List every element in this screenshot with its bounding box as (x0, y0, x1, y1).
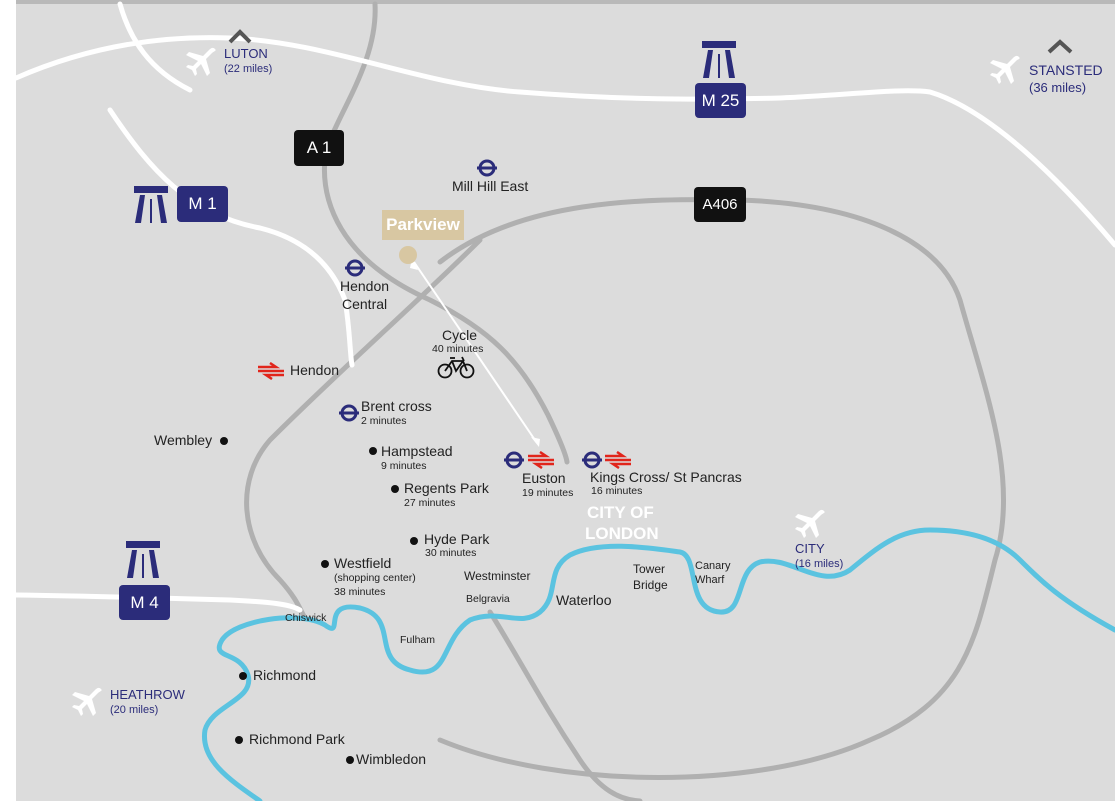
hyde-park-dot (410, 537, 418, 545)
m4-motorway (13, 592, 303, 613)
hampstead-label: Hampstead (381, 443, 453, 459)
left-border (0, 0, 16, 801)
underground-icon (345, 259, 365, 277)
parkview-label: Parkview (382, 210, 464, 240)
stansted-distance: (36 miles) (1029, 80, 1087, 95)
bicycle-icon (437, 356, 475, 379)
heathrow-distance: (20 miles) (110, 704, 159, 716)
m1-motorway (107, 107, 355, 368)
wembley-dot (220, 437, 228, 445)
luton-label: LUTON (224, 46, 268, 61)
chevron-up-icon (1047, 39, 1073, 54)
regents-park-time: 27 minutes (404, 497, 456, 509)
richmond-park-dot (235, 736, 243, 744)
a1-badge: A 1 (294, 130, 344, 166)
airplane-icon (990, 55, 1020, 84)
westfield-note: (shopping center) (334, 572, 416, 584)
kings-cross-label: Kings Cross/ St Pancras (590, 469, 742, 485)
m4-badge: M 4 (119, 585, 170, 620)
luton-distance: (22 miles) (224, 63, 273, 75)
euston-label: Euston (522, 470, 566, 486)
westminster-label: Westminster (464, 569, 531, 583)
richmond-park-label: Richmond Park (249, 731, 345, 747)
euston-time: 19 minutes (522, 487, 574, 499)
airplane-icon (186, 47, 216, 76)
city-airport-label: CITY (795, 541, 825, 556)
wimbledon-dot (346, 756, 354, 764)
canary-wharf-label-line1: Canary (695, 560, 731, 572)
m25-motorway (13, 35, 1115, 248)
hampstead-time: 9 minutes (381, 460, 427, 472)
regents-park-dot (391, 485, 399, 493)
underground-icon (477, 159, 497, 177)
top-border (0, 0, 1115, 4)
richmond-dot (239, 672, 247, 680)
fulham-label: Fulham (400, 634, 436, 646)
heathrow-label: HEATHROW (110, 687, 185, 702)
city-of-london-line2: LONDON (585, 524, 659, 543)
diagonal-road (244, 237, 483, 621)
motorway-icon (702, 41, 736, 78)
wimbledon-label: Wimbledon (356, 751, 427, 767)
hendon-central-label-line2: Central (342, 296, 388, 312)
waterloo-label: Waterloo (556, 592, 612, 608)
luton-road (117, 1, 193, 93)
regents-park-label: Regents Park (404, 480, 489, 496)
cycle-time: 40 minutes (432, 343, 484, 355)
m25-badge: M 25 (695, 83, 746, 118)
underground-icon (582, 451, 602, 469)
parkview-location-dot (399, 246, 417, 264)
city-of-london-line1: CITY OF (587, 503, 654, 522)
kings-cross-time: 16 minutes (591, 485, 643, 497)
mill-hill-east-label: Mill Hill East (452, 178, 529, 194)
south-road (487, 609, 643, 801)
underground-icon (504, 451, 524, 469)
tower-bridge-label-line2: Bridge (633, 578, 668, 592)
motorway-icon (134, 186, 168, 223)
national-rail-icon (528, 451, 554, 469)
richmond-label: Richmond (253, 667, 317, 683)
a406-badge: A406 (694, 187, 746, 222)
a1-road (321, 1, 570, 465)
national-rail-icon (258, 362, 284, 380)
brent-cross-label: Brent cross (361, 398, 432, 414)
m1-badge: M 1 (177, 186, 228, 222)
hendon-label: Hendon (290, 362, 340, 378)
hyde-park-time: 30 minutes (425, 547, 477, 559)
hampstead-dot (369, 447, 377, 455)
chevron-up-icon (228, 29, 252, 44)
belgravia-label: Belgravia (466, 593, 510, 605)
cycle-label: Cycle (442, 327, 478, 343)
hyde-park-label: Hyde Park (424, 531, 490, 547)
hendon-central-label-line1: Hendon (340, 278, 390, 294)
westfield-time: 38 minutes (334, 586, 386, 598)
canary-wharf-label-line2: Wharf (695, 574, 725, 586)
river-thames (201, 527, 1115, 801)
tower-bridge-label-line1: Tower (633, 562, 666, 576)
city-airport-distance: (16 miles) (795, 558, 844, 570)
airplane-icon (72, 687, 102, 716)
underground-icon (339, 404, 359, 422)
chiswick-label: Chiswick (285, 612, 327, 624)
brent-cross-time: 2 minutes (361, 415, 407, 427)
motorway-icon (126, 541, 160, 578)
cycle-route-arrow (413, 261, 538, 444)
westfield-dot (321, 560, 329, 568)
wembley-label: Wembley (154, 432, 213, 448)
airplane-icon (795, 509, 825, 538)
stansted-label: STANSTED (1029, 62, 1103, 78)
national-rail-icon (605, 451, 631, 469)
westfield-label: Westfield (334, 555, 392, 571)
